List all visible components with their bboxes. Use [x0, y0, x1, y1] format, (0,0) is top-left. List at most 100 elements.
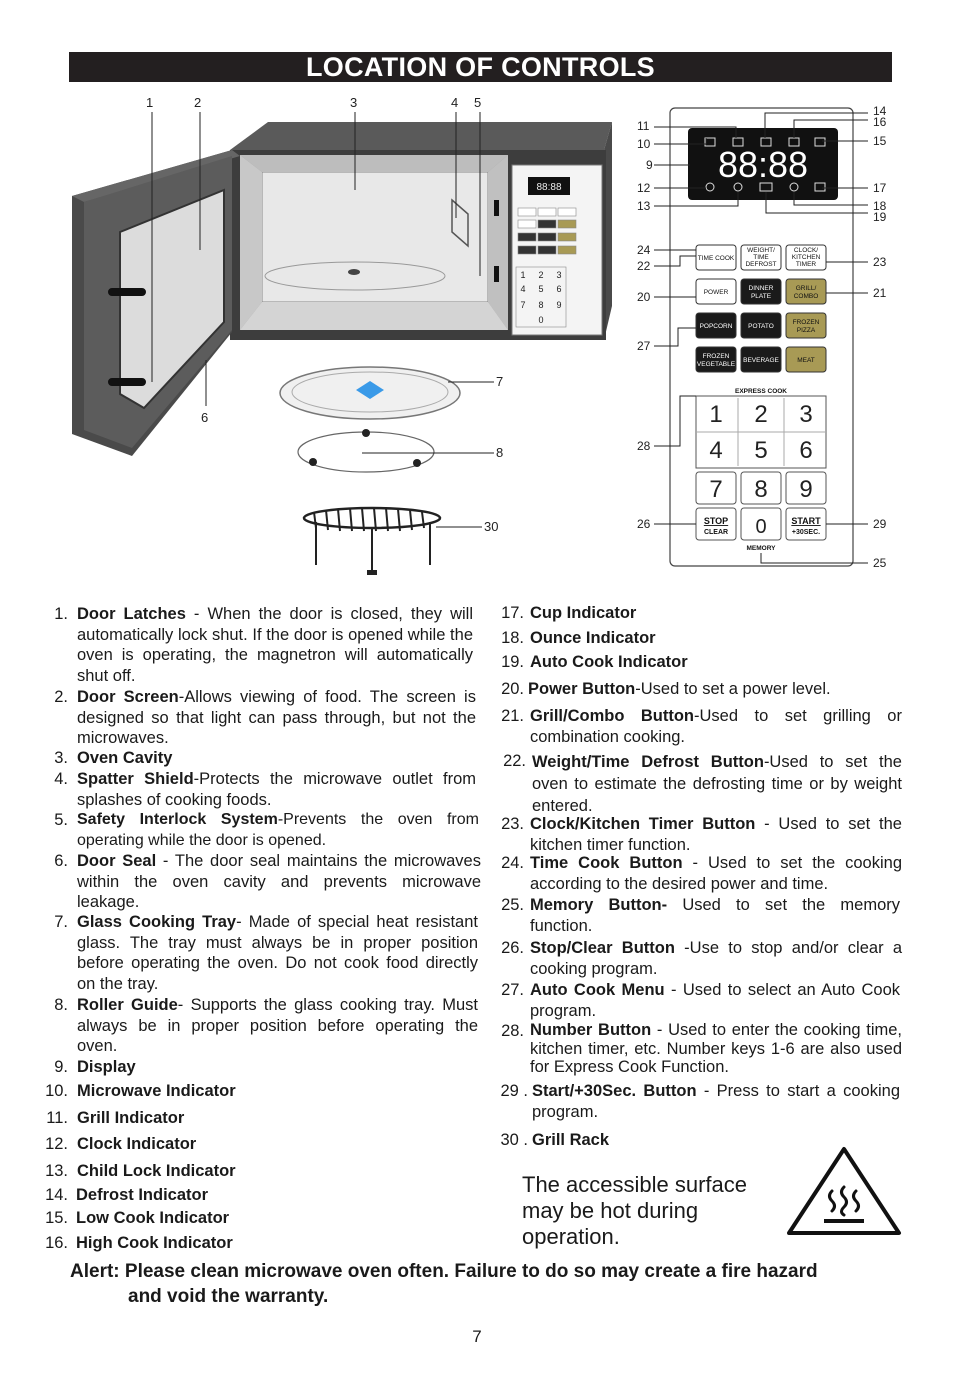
callout-6: 6: [201, 410, 208, 425]
item-number: 7.: [54, 913, 68, 931]
callout-16: 16: [873, 115, 887, 129]
callout-19: 19: [873, 210, 887, 224]
svg-text:7: 7: [520, 300, 525, 310]
item-text: Roller Guide- Supports the glass cooking…: [77, 995, 478, 1057]
callout-14: 14: [873, 104, 887, 118]
item-text: Glass Cooking Tray- Made of special heat…: [77, 912, 478, 994]
item-number: 12.: [45, 1135, 68, 1153]
defrost-button-l3: DEFROST: [745, 261, 776, 268]
control-panel: 88:88 TIME COOK WEIGHT/ TIME DEFROST CLO…: [669, 107, 854, 567]
item-text: Ounce Indicator: [530, 628, 902, 649]
item-text: Start/+30Sec. Button - Press to start a …: [532, 1081, 900, 1122]
item-desc: - Used to enter the cooking time, kitche…: [530, 1021, 902, 1076]
item-number: 4.: [54, 770, 68, 788]
callout-18: 18: [873, 199, 887, 213]
frozen-veg-l2: VEGETABLE: [697, 361, 736, 368]
frozen-veg-l1: FROZEN: [703, 353, 730, 360]
item-label: Start/+30Sec. Button: [532, 1082, 697, 1100]
callout-26: 26: [637, 517, 651, 531]
callout-3: 3: [350, 95, 357, 110]
start-label: START: [791, 516, 821, 526]
key-0: 0: [755, 516, 766, 538]
page-title: LOCATION OF CONTROLS: [69, 52, 892, 82]
item-number: 14.: [45, 1186, 68, 1204]
item-label: Defrost Indicator: [76, 1186, 209, 1204]
item-desc: Used to set the memory function.: [530, 896, 900, 935]
beverage-button: BEVERAGE: [743, 357, 779, 364]
item-label: Oven Cavity: [77, 749, 173, 767]
item-text: Door Screen-Allows viewing of food. The …: [77, 687, 476, 749]
item-text: Grill Rack: [532, 1130, 900, 1151]
item-desc: - Made of special heat resistant glass. …: [77, 913, 478, 993]
item-desc: - Used to select an Auto Cook program.: [530, 981, 900, 1020]
item-desc: -Allows viewing of food. The screen is d…: [77, 688, 476, 747]
item-desc: - When the door is closed, they will aut…: [77, 605, 474, 685]
clock-button-l1: CLOCK/: [794, 247, 818, 254]
item-label: Grill Rack: [532, 1131, 610, 1149]
item-text: Spatter Shield-Protects the microwave ou…: [77, 769, 476, 810]
clock-button-l2: KITCHEN: [792, 254, 821, 261]
panel-callout-numbers: 11 10 9 12 13 24 22 20 27 28 26 14 16 15…: [637, 104, 887, 570]
callout-10: 10: [637, 137, 651, 151]
key-4: 4: [709, 437, 722, 464]
item-number: 28.: [501, 1022, 524, 1040]
callout-29: 29: [873, 517, 887, 531]
callout-5: 5: [474, 95, 481, 110]
callout-4: 4: [451, 95, 458, 110]
item-number: 9.: [54, 1058, 68, 1076]
svg-text:88:88: 88:88: [536, 182, 561, 193]
key-5: 5: [754, 437, 767, 464]
item-text: Child Lock Indicator: [77, 1161, 476, 1182]
express-cook-label: EXPRESS COOK: [735, 388, 787, 395]
callout-1: 1: [146, 95, 153, 110]
callout-20: 20: [637, 290, 651, 304]
item-desc: - Used to set the kitchen timer function…: [530, 815, 902, 854]
svg-text:8: 8: [538, 300, 543, 310]
item-label: Power Button: [528, 680, 636, 698]
oven-callout-lines: [151, 112, 494, 528]
meat-button: MEAT: [797, 357, 815, 364]
item-desc: - Used to set the cooking according to t…: [530, 854, 902, 893]
item-number: 27.: [501, 981, 524, 999]
item-label: Time Cook Button: [530, 854, 683, 872]
alert-notice: Alert: Please clean microwave oven often…: [70, 1259, 910, 1309]
hot-surface-caution: The accessible surface may be hot during…: [522, 1172, 747, 1249]
item-text: Defrost Indicator: [76, 1185, 475, 1206]
svg-text:0: 0: [538, 315, 543, 325]
item-desc: - Supports the glass cooking tray. Must …: [77, 996, 478, 1055]
clear-label: CLEAR: [704, 529, 728, 536]
callout-17: 17: [873, 181, 887, 195]
item-label: Cup Indicator: [530, 604, 637, 622]
item-label: Door Screen: [77, 688, 179, 706]
plus30-label: +30SEC.: [792, 529, 820, 536]
item-number: 19.: [501, 653, 524, 671]
item-label: Memory Button-: [530, 896, 668, 914]
page-number: 7: [472, 1327, 482, 1346]
svg-text:6: 6: [556, 284, 561, 294]
item-number: 11.: [46, 1109, 68, 1127]
item-label: Auto Cook Indicator: [530, 653, 688, 671]
clock-button-l3: TIMER: [796, 261, 817, 268]
grill-combo-l1: GRILL/: [796, 285, 817, 292]
callout-13: 13: [637, 199, 651, 213]
callout-7: 7: [496, 374, 503, 389]
item-text: Door Seal - The door seal maintains the …: [77, 851, 481, 913]
item-number: 18.: [501, 629, 524, 647]
callout-23: 23: [873, 255, 887, 269]
item-text: Cup Indicator: [530, 603, 902, 624]
item-text: Clock Indicator: [77, 1134, 476, 1155]
callout-28: 28: [637, 439, 651, 453]
power-button: POWER: [704, 289, 729, 296]
item-text: Weight/Time Defrost Button-Used to set t…: [532, 751, 902, 817]
callout-24: 24: [637, 243, 651, 257]
item-label: Clock/Kitchen Timer Button: [530, 815, 756, 833]
callout-15: 15: [873, 134, 887, 148]
item-text: Auto Cook Indicator: [530, 652, 902, 673]
item-number: 17.: [501, 604, 524, 622]
item-text: High Cook Indicator: [76, 1233, 475, 1254]
item-text: Clock/Kitchen Timer Button - Used to set…: [530, 814, 902, 855]
item-text: Door Latches - When the door is closed, …: [77, 604, 473, 686]
item-number: 15.: [45, 1209, 68, 1227]
item-label: Clock Indicator: [77, 1135, 197, 1153]
